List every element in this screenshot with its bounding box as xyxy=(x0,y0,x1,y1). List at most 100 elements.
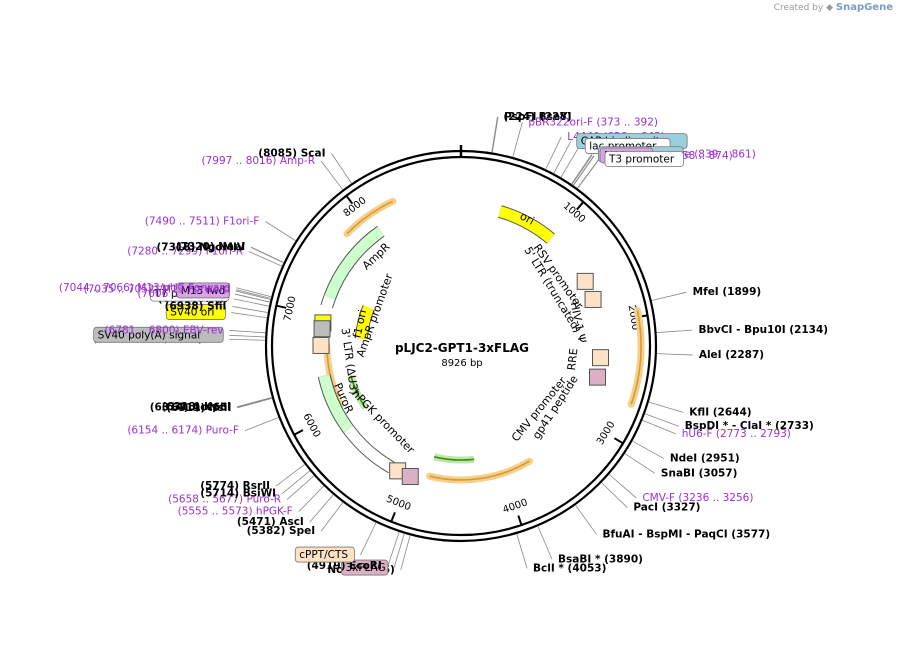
site-label: AleI (2287) xyxy=(699,349,764,361)
leader-line xyxy=(237,397,273,409)
site-label: (4919) EcoRI xyxy=(307,560,382,572)
feature-box xyxy=(401,467,419,485)
primer-label: (7280 .. 7299) F1ori-R xyxy=(127,246,243,258)
tick-label: 7000 xyxy=(282,295,298,322)
tick-mark xyxy=(276,304,287,309)
feature-tag xyxy=(165,304,226,320)
primer-label: (7490 .. 7511) F1ori-F xyxy=(145,215,260,227)
leader-line xyxy=(491,116,499,153)
snapgene-brand: Created by ◆ SnapGene xyxy=(774,2,893,13)
leader-line xyxy=(229,334,266,338)
primer-label: pBR322ori-F (373 .. 392) xyxy=(528,116,658,128)
site-label: (6314) Acc65I xyxy=(150,401,232,413)
label-leaders xyxy=(229,116,693,571)
site-label: BfuAI - BspMI - PaqCI (3577) xyxy=(602,528,770,540)
leader-line xyxy=(545,136,562,170)
site-label: BsaBI * (3890) xyxy=(558,553,643,565)
site-label: (224) BseYI xyxy=(503,111,571,123)
leader-line xyxy=(571,154,593,185)
leader-line xyxy=(320,502,344,532)
leader-line xyxy=(651,291,687,301)
feature-tag-label: SV40 poly(A) signal xyxy=(98,329,201,341)
site-label: BbvCI - Bpu10I (2134) xyxy=(698,324,828,336)
feature-arrow xyxy=(321,295,335,309)
leader-line xyxy=(298,485,325,513)
leader-line xyxy=(491,116,498,153)
leader-line xyxy=(387,531,400,567)
tick-mark xyxy=(613,437,624,445)
leader-line xyxy=(560,146,580,178)
feature-tag-label: cPPT/CTS xyxy=(299,549,348,561)
plasmid-name: pLJC2-GPT1-3xFLAG xyxy=(395,341,529,355)
highlight-arc-line xyxy=(346,200,394,235)
leader-line xyxy=(360,522,377,556)
feature-arrow xyxy=(324,226,385,300)
feature-box xyxy=(313,320,331,338)
feature-tag-label: SV40 ori xyxy=(170,307,214,319)
green-arc-line xyxy=(434,456,475,461)
leader-line xyxy=(571,154,593,185)
leader-line xyxy=(648,401,684,413)
highlight-arc xyxy=(426,457,534,484)
leader-line xyxy=(275,463,305,487)
feature-arrows xyxy=(312,205,610,485)
leader-line xyxy=(537,526,553,560)
leader-line xyxy=(265,221,296,242)
leader-line xyxy=(229,330,266,334)
leader-line xyxy=(250,246,284,263)
feature-arrow xyxy=(355,305,374,340)
feature-box xyxy=(592,349,610,367)
primer-label: hU6-F (2773 .. 2793) xyxy=(682,428,791,440)
tick-label: 3000 xyxy=(595,420,618,447)
feature-box xyxy=(312,336,330,354)
leader-line xyxy=(232,306,268,313)
site-label: MfeI (1899) xyxy=(693,286,762,298)
site-label: (8085) ScaI xyxy=(258,147,325,159)
primer-label: (5555 .. 5573) hPGK-F xyxy=(178,506,293,518)
leader-line xyxy=(553,141,572,174)
leader-line xyxy=(309,494,334,523)
feature-tag xyxy=(93,326,224,343)
primer-label: (6781 .. 6800) EBV-rev xyxy=(105,324,224,336)
site-label: KflI (2644) xyxy=(689,406,751,418)
created-by-text: Created by xyxy=(773,3,824,13)
leader-line xyxy=(235,290,271,300)
leader-line xyxy=(236,396,272,408)
feature-arrow xyxy=(498,206,555,243)
feature-box xyxy=(584,290,602,308)
inner-feature-label: RRE xyxy=(565,347,581,371)
inner-feature-label: ori xyxy=(518,210,537,228)
leader-line xyxy=(237,397,273,408)
leader-line xyxy=(233,298,270,307)
site-label: (7318) NgoMIV xyxy=(157,241,246,253)
site-label: (5774) RsrII xyxy=(200,480,270,492)
leader-line xyxy=(244,417,279,432)
leader-line xyxy=(577,159,600,189)
highlight-arc-line xyxy=(630,310,642,405)
leader-line xyxy=(512,122,523,158)
leader-line xyxy=(281,470,311,495)
site-label: (6311) NsiI xyxy=(166,402,231,414)
leader-line xyxy=(248,251,283,267)
leader-line xyxy=(393,533,405,569)
leader-line xyxy=(601,482,628,508)
feature-tag xyxy=(294,546,355,563)
green-arc-line xyxy=(350,375,366,409)
tick-label: 1000 xyxy=(561,201,588,226)
highlight-arc-line xyxy=(429,460,531,481)
leader-line xyxy=(234,293,271,303)
tick-mark xyxy=(517,515,523,526)
feature-box xyxy=(588,368,606,386)
tick-label: 4000 xyxy=(501,497,529,516)
leader-line xyxy=(516,533,528,569)
site-label: PacI (3327) xyxy=(633,502,700,514)
site-label: BclI * (4053) xyxy=(533,562,606,574)
site-label: NdeI (2951) xyxy=(670,453,740,465)
leader-line xyxy=(235,289,271,299)
primer-label: CMV-F (3236 .. 3256) xyxy=(642,492,753,504)
leader-line xyxy=(656,329,693,333)
feature-box xyxy=(576,272,594,290)
leader-line xyxy=(608,474,637,499)
feature-tag xyxy=(604,151,684,167)
